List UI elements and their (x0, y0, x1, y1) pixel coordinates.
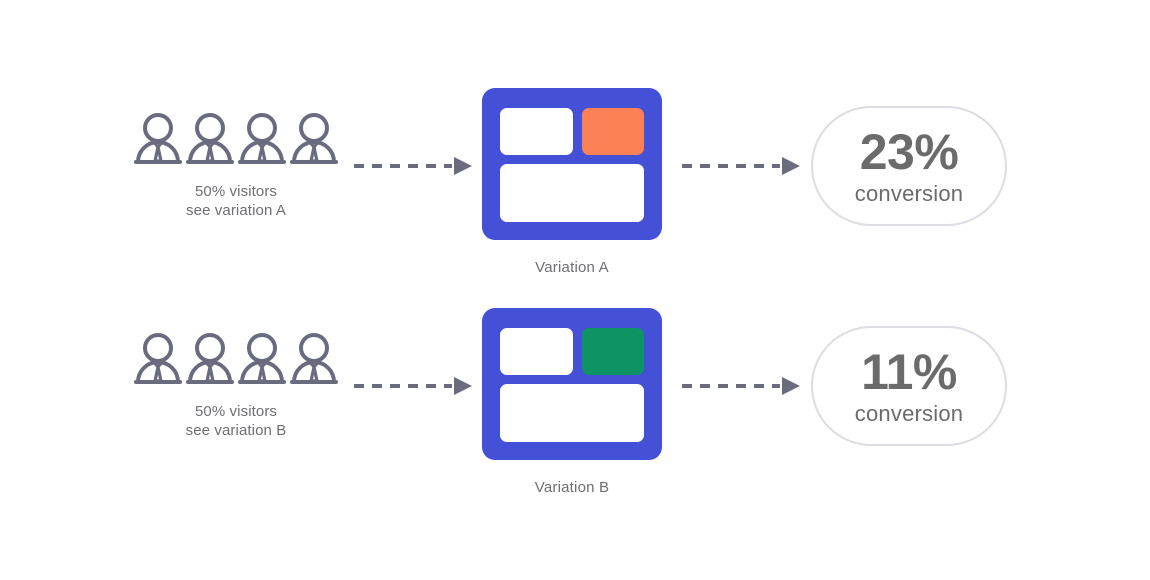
visitors-caption-a: 50% visitors see variation A (128, 182, 344, 220)
visitors-caption-line-1: 50% visitors (194, 403, 278, 420)
visitors-group-b: 50% visitors see variation B (128, 330, 344, 440)
visitors-caption-b: 50% visitors see variation B (128, 402, 344, 440)
person-icon (288, 110, 340, 166)
browser-mockup-a (482, 88, 662, 240)
browser-mockup-b (482, 308, 662, 460)
person-icon (236, 330, 288, 386)
content-block-white-large (500, 384, 644, 442)
conversion-value-b: 11% (861, 344, 957, 400)
content-block-accent-green (582, 328, 644, 375)
conversion-value-a: 23% (859, 124, 959, 180)
variation-label-a: Variation A (535, 259, 609, 276)
conversion-bubble-a: 23% conversion (811, 106, 1007, 226)
conversion-label-b: conversion (854, 401, 964, 426)
flow-row-variation-b: 50% visitors see variation B Variation B (0, 280, 1150, 510)
visitors-caption-line-2: see variation A (186, 202, 286, 219)
visitors-caption-line-1: 50% visitors (194, 183, 278, 200)
variation-card-b: Variation B (482, 308, 662, 496)
content-block-white-large (500, 164, 644, 222)
dashed-arrow-right-icon (680, 375, 802, 397)
dashed-arrow-right-icon (352, 375, 474, 397)
browser-top-row-b (500, 328, 644, 375)
content-block-white-small (500, 328, 573, 375)
visitor-icon-row-a (128, 110, 344, 166)
person-icon (132, 110, 184, 166)
person-icon (236, 110, 288, 166)
person-icon (132, 330, 184, 386)
visitors-caption-line-2: see variation B (185, 422, 287, 439)
browser-top-row-a (500, 108, 644, 155)
dashed-arrow-right-icon (680, 155, 802, 177)
variation-card-a: Variation A (482, 88, 662, 276)
conversion-bubble-b: 11% conversion (811, 326, 1007, 446)
content-block-accent-orange (582, 108, 644, 155)
person-icon (184, 110, 236, 166)
variation-label-b: Variation B (534, 479, 610, 496)
content-block-white-small (500, 108, 573, 155)
person-icon (288, 330, 340, 386)
visitor-icon-row-b (128, 330, 344, 386)
dashed-arrow-right-icon (352, 155, 474, 177)
visitors-group-a: 50% visitors see variation A (128, 110, 344, 220)
person-icon (184, 330, 236, 386)
flow-row-variation-a: 50% visitors see variation A Variation A (0, 60, 1150, 290)
conversion-label-a: conversion (854, 181, 964, 206)
